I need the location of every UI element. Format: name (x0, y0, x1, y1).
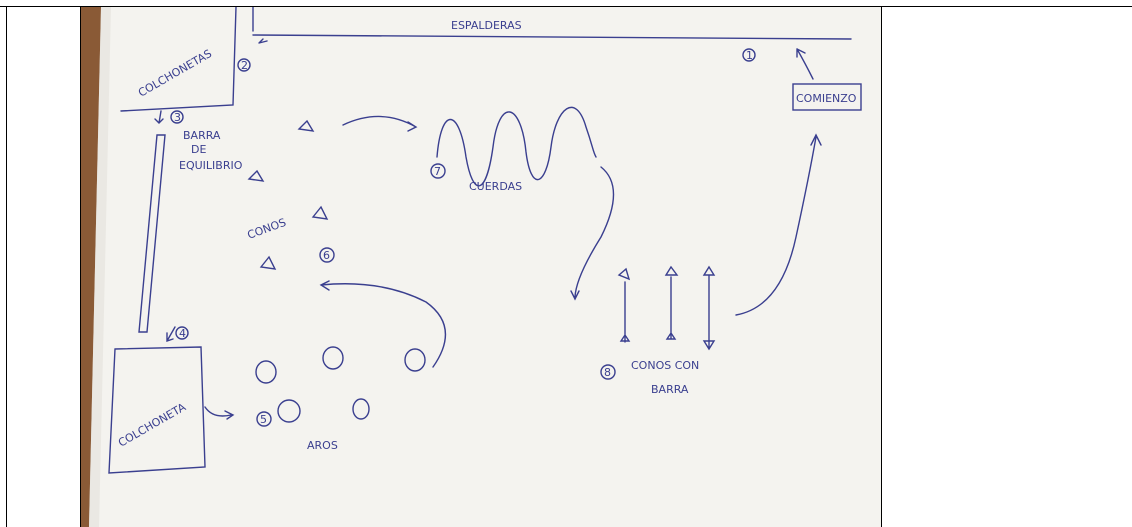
step-circle-8 (600, 364, 616, 380)
arrow-to-cuerdas (342, 115, 418, 132)
arrow-to-espalderas (796, 48, 814, 80)
table-column-divider-right (881, 6, 882, 527)
hoop (277, 399, 301, 423)
cone-bar (702, 265, 716, 351)
espalderas-wall (252, 7, 852, 40)
comienzo-box (792, 83, 862, 111)
step-circle-2 (237, 58, 251, 72)
step-circle-7 (430, 163, 446, 179)
step-number-8: 8 (604, 366, 611, 379)
label-comienzo: COMIENZO (796, 92, 857, 105)
label-aros: AROS (307, 439, 338, 452)
step-circle-3 (170, 110, 184, 124)
hoop (352, 398, 370, 420)
step-number-7: 7 (434, 165, 441, 178)
hoop (322, 346, 344, 370)
paper-sheet (89, 7, 881, 527)
ropes-wave (436, 106, 597, 187)
step-number-6: 6 (323, 249, 330, 262)
arrow-to-aros (204, 406, 235, 420)
step4-arrow (166, 326, 176, 342)
label-barra-1: BARRA (183, 129, 221, 142)
label-conos-con-barra-1: CONOS CON (631, 359, 699, 372)
step-circle-5 (256, 411, 272, 427)
sketch-photo: ESPALDERAS COMIENZO COLCHONETAS BARRA DE… (81, 7, 881, 527)
step-circle-1 (742, 48, 756, 62)
table-border-top (0, 6, 1132, 7)
label-barra-3: EQUILIBRIO (179, 159, 243, 172)
step3-arrow (154, 110, 164, 124)
arrow-to-conos (319, 280, 447, 368)
step-circle-6 (319, 247, 335, 263)
arrow-to-conos-barra (570, 166, 615, 301)
cone-bar (664, 265, 679, 340)
step-number-4: 4 (179, 327, 186, 340)
table-border-left (6, 6, 7, 527)
cone (259, 255, 277, 270)
cone-bar (617, 267, 631, 343)
table-column-divider (80, 6, 81, 527)
balance-beam (138, 134, 166, 333)
cone (297, 119, 315, 132)
step2-arrow (258, 38, 268, 44)
step-number-1: 1 (746, 49, 753, 62)
label-espalderas: ESPALDERAS (451, 19, 522, 32)
cone (247, 169, 265, 182)
cone (311, 205, 329, 220)
colchonetas-outline (120, 7, 237, 112)
step-number-2: 2 (241, 59, 248, 72)
label-cuerdas: CUERDAS (469, 180, 522, 193)
step-number-5: 5 (260, 413, 267, 426)
label-conos-con-barra-2: BARRA (651, 383, 689, 396)
label-barra-2: DE (191, 143, 206, 156)
step-circle-4 (175, 326, 189, 340)
colchoneta-box (108, 346, 206, 474)
hoop (404, 348, 426, 372)
circuit-sketch: ESPALDERAS COMIENZO COLCHONETAS BARRA DE… (81, 7, 881, 527)
arrow-to-comienzo (735, 133, 822, 316)
step-number-3: 3 (174, 111, 181, 124)
hoop (255, 360, 277, 384)
